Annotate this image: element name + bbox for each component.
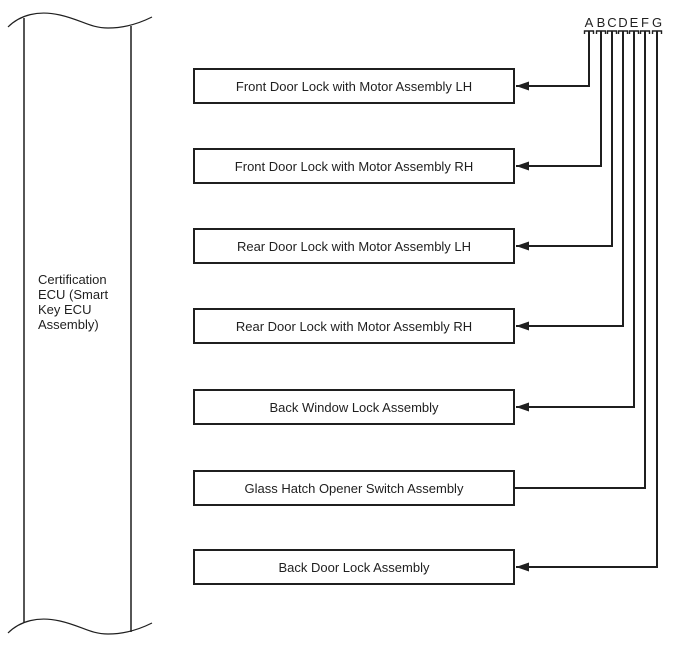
box-label: Glass Hatch Opener Switch Assembly [244, 480, 464, 496]
connector-d: D [516, 15, 629, 331]
wire-c [516, 31, 613, 247]
connector-b: B [516, 15, 607, 171]
connector-e: E [516, 15, 640, 412]
ecu-column [7, 12, 153, 635]
arrowhead-e [516, 402, 529, 412]
wire-a [516, 31, 590, 87]
connector-label-f: F [641, 15, 649, 30]
wire-b [516, 31, 602, 167]
box-label: Front Door Lock with Motor Assembly RH [234, 158, 474, 174]
connector-c: C [516, 15, 618, 251]
ecu-label: Certification ECU (Smart Key ECU Assembl… [38, 272, 109, 332]
break-line-bottom [7, 618, 153, 635]
box-glass-hatch-opener-switch: Glass Hatch Opener Switch Assembly [193, 470, 515, 506]
connector-label-a: A [585, 15, 594, 30]
box-back-window-lock: Back Window Lock Assembly [193, 389, 515, 425]
arrowhead-a [516, 81, 529, 91]
box-rear-door-lock-lh: Rear Door Lock with Motor Assembly LH [193, 228, 515, 264]
arrowhead-c [516, 241, 529, 251]
wire-e [516, 31, 635, 408]
arrowhead-b [516, 161, 529, 171]
box-rear-door-lock-rh: Rear Door Lock with Motor Assembly RH [193, 308, 515, 344]
wire-d [516, 31, 624, 327]
connector-a: A [516, 15, 595, 91]
box-label: Rear Door Lock with Motor Assembly LH [236, 238, 472, 254]
connector-g: G [516, 15, 663, 572]
box-back-door-lock: Back Door Lock Assembly [193, 549, 515, 585]
box-front-door-lock-rh: Front Door Lock with Motor Assembly RH [193, 148, 515, 184]
break-line-top [7, 12, 153, 29]
arrowhead-d [516, 321, 529, 331]
box-front-door-lock-lh: Front Door Lock with Motor Assembly LH [193, 68, 515, 104]
box-label: Back Window Lock Assembly [269, 399, 439, 415]
box-label: Back Door Lock Assembly [278, 559, 430, 575]
connector-label-g: G [652, 15, 662, 30]
connector-label-b: B [597, 15, 606, 30]
wire-f [515, 31, 646, 489]
connector-f: F [515, 15, 651, 489]
connector-label-e: E [630, 15, 639, 30]
connector-label-d: D [618, 15, 627, 30]
box-label: Front Door Lock with Motor Assembly LH [235, 78, 473, 94]
arrowhead-g [516, 562, 529, 572]
box-label: Rear Door Lock with Motor Assembly RH [235, 318, 473, 334]
connector-label-c: C [607, 15, 616, 30]
wire-g [516, 31, 658, 568]
